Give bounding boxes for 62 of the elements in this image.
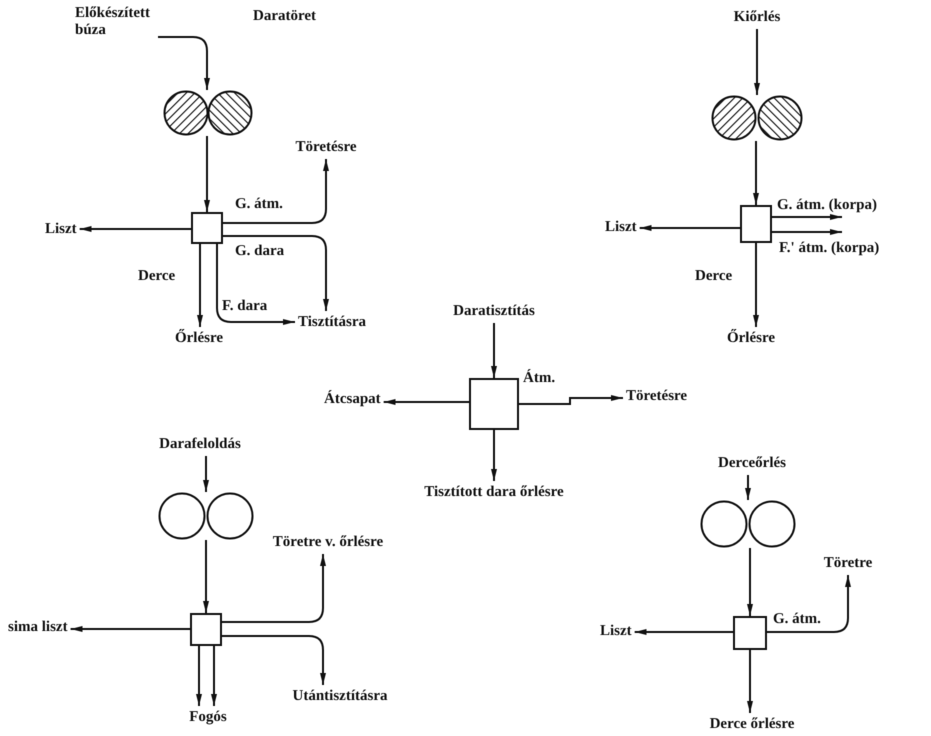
flow-label: Kiőrlés [734,9,780,26]
flow-label: Liszt [605,219,637,236]
edge-label: G. átm. (korpa) [776,197,878,213]
flow-label: Darafeloldás [159,436,241,453]
flow-label: Tisztított dara őrlésre [424,484,564,501]
flow-label: Őrlésre [174,330,224,347]
flow-arrow [519,395,623,405]
flow-arrow [767,575,851,633]
flow-label: Töretésre [626,388,688,405]
sifter-box [469,378,519,430]
flow-label: Liszt [45,221,77,238]
flow-label: Átcsapat [324,391,381,408]
flow-arrow [222,554,326,623]
flow-arrow [747,650,753,713]
flow-arrow [158,36,210,90]
flow-label: sima liszt [8,619,68,636]
flow-label: Őrlésre [726,330,776,347]
flow-arrow [640,225,740,231]
flow-arrow [211,646,217,706]
flow-arrow [203,540,209,613]
flow-arrow [745,475,751,500]
flow-label: Fogós [189,709,227,726]
flow-arrow [223,235,329,311]
sifter-box [191,212,223,244]
flow-arrow [747,548,753,616]
flow-arrow [203,456,209,492]
flow-arrow [222,635,326,685]
flow-arrow [753,141,759,205]
flow-arrow [491,323,497,378]
flow-label: Előkészített búza [75,5,155,39]
flow-arrow [204,136,210,212]
flow-arrow [197,244,203,327]
flow-arrow [223,159,329,224]
flow-label: Utántisztításra [292,688,388,705]
smooth-roller-pair [700,500,796,548]
flow-arrow [80,226,191,232]
flow-label: Liszt [600,623,632,640]
flow-label: Töretésre [295,139,357,156]
sifter-box [733,616,767,650]
flow-arrow [70,626,190,632]
flow-label: Derce őrlésre [710,716,794,733]
flow-arrow [196,646,202,706]
flow-arrow [216,244,295,325]
flow-arrow [772,214,842,220]
sifter-box [740,205,772,243]
flow-label: Töretre [824,555,872,572]
flow-arrow [753,243,759,327]
section-heading: Daratöret [253,8,316,25]
flow-arrow [384,399,469,405]
flow-arrow [634,629,733,635]
smooth-roller-pair [158,492,254,540]
flow-label: Derceőrlés [718,455,786,472]
flow-arrow [772,229,842,235]
flow-arrow [754,29,760,95]
flow-label: Töretre v. őrlésre [272,534,384,551]
flow-label: Tisztításra [298,314,366,331]
fluted-roller-pair [163,90,253,136]
fluted-roller-pair [711,95,803,141]
sifter-box [190,613,222,646]
flow-arrow [491,430,497,481]
edge-label: F.' átm. (korpa) [778,240,880,256]
flow-label: Daratisztítás [453,303,535,320]
